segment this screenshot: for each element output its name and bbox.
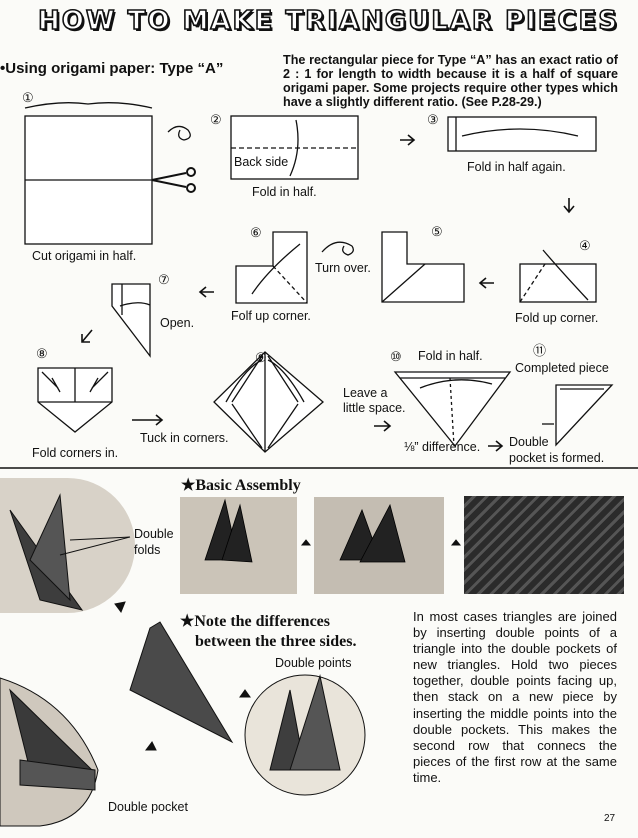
note-heading-line-1: ★Note the differences [180, 613, 330, 630]
turn-over-arrow-icon [321, 241, 354, 256]
double-pocket-label-1: Double [509, 435, 549, 449]
step-10-number: ⑩ [390, 349, 402, 364]
step-6-caption: Folf up corner. [231, 309, 311, 323]
step-7-caption: Open. [160, 316, 195, 330]
double-folds-label-1: Double [134, 527, 174, 541]
assembly-body-text: In most cases triangles are joined by in… [413, 609, 617, 785]
scissors-icon [151, 167, 196, 193]
leave-space-label-2: little space. [343, 401, 406, 415]
page-number: 27 [604, 813, 616, 824]
arrow-right-icon [400, 134, 416, 146]
step-8-caption: Fold corners in. [32, 446, 119, 460]
tuck-label: Tuck in corners. [140, 431, 229, 445]
leave-space-label-1: Leave a [343, 386, 388, 400]
step-2-number: ② [210, 112, 222, 127]
intro-paragraph: The rectangular piece for Type “A” has a… [283, 53, 618, 109]
basic-assembly-heading: ★Basic Assembly [181, 477, 301, 494]
step-6-number: ⑥ [250, 225, 262, 240]
double-folds-label-2: folds [134, 543, 161, 557]
step-4-number: ④ [579, 238, 591, 253]
step-4-caption: Fold up corner. [515, 311, 599, 325]
double-points-label: Double points [275, 656, 352, 670]
flip-arrow-icon [167, 125, 191, 141]
double-pocket-label-2: pocket is formed. [509, 451, 605, 465]
step-8-number: ⑧ [36, 346, 48, 361]
step-9-number: ⑨ [255, 350, 267, 365]
turn-over-label: Turn over. [315, 261, 371, 275]
difference-label: ⅛” difference. [404, 440, 481, 454]
arrow-down-icon [563, 198, 575, 214]
step-3-number: ③ [427, 112, 439, 127]
step-1-caption: Cut origami in half. [32, 249, 137, 263]
step-11-number: ⑪ [533, 343, 547, 358]
page-title: HOW TO MAKE TRIANGULAR PIECES [37, 5, 620, 37]
double-pocket-label: Double pocket [108, 800, 188, 814]
section-subtitle: •Using origami paper: Type “A” [0, 60, 224, 77]
step-2-inner-label: Back side [234, 155, 289, 169]
step-5-number: ⑤ [431, 224, 443, 239]
step-1-number: ① [22, 90, 34, 105]
step-3-caption: Fold in half again. [467, 160, 566, 174]
step-10-caption: Fold in half. [418, 349, 483, 363]
assembly-photo-3 [464, 496, 624, 594]
step-2-caption: Fold in half. [252, 185, 317, 199]
step-11-caption: Completed piece [515, 361, 609, 375]
note-heading-line-2: between the three sides. [195, 633, 357, 650]
step-7-number: ⑦ [158, 272, 170, 287]
